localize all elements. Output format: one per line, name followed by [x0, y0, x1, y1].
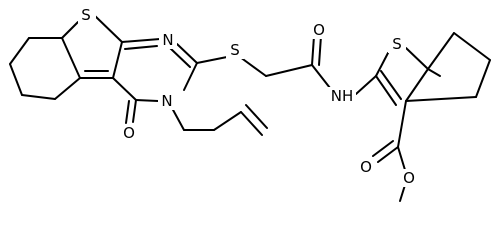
bond	[265, 64, 313, 77]
atom-label-nitrogen-pyrimidine: N	[162, 31, 173, 49]
atom-label-amide-nh: NH	[331, 87, 354, 105]
atom-label-nitrogen-allyl: N	[161, 92, 172, 110]
atom-label-oxygen-pyrimidinone: O	[123, 124, 135, 142]
label-mask	[226, 41, 244, 59]
label-mask	[159, 31, 177, 49]
bond	[112, 77, 137, 101]
bond	[375, 75, 397, 106]
bond	[399, 184, 406, 202]
bond	[112, 41, 123, 79]
bond	[132, 99, 137, 123]
bond	[397, 146, 406, 171]
label-mask	[310, 21, 328, 39]
bond	[475, 59, 491, 98]
bond	[375, 52, 389, 77]
bond	[453, 32, 491, 61]
bond	[21, 94, 56, 100]
bond	[9, 63, 23, 96]
label-mask	[357, 158, 375, 176]
bond	[318, 35, 322, 66]
bond	[239, 56, 267, 77]
bond	[427, 32, 455, 70]
label-mask	[328, 87, 356, 105]
bond	[135, 99, 159, 102]
label-mask	[400, 169, 418, 187]
atom-label-oxygen-amide: O	[313, 21, 325, 39]
bond	[380, 70, 402, 100]
bond	[355, 75, 377, 95]
bond	[93, 14, 123, 43]
atom-label-sulfur-thiophene: S	[392, 35, 402, 53]
atom-labels: S N N O S O NH S O O	[78, 6, 418, 187]
bond	[196, 56, 228, 64]
bond	[405, 96, 477, 102]
bond	[171, 107, 185, 131]
bond	[124, 45, 158, 50]
bond	[169, 47, 191, 68]
bond	[427, 68, 441, 77]
bond	[405, 68, 429, 102]
bond	[54, 77, 81, 100]
bonds	[9, 14, 491, 202]
atom-label-sulfur-thioether: S	[230, 41, 240, 59]
bond	[245, 104, 268, 129]
bond	[213, 111, 242, 131]
bond	[9, 37, 30, 65]
bond	[61, 37, 81, 79]
bond	[183, 62, 198, 91]
bond	[405, 47, 429, 70]
bond	[240, 111, 263, 136]
label-mask	[78, 6, 96, 24]
chemical-structure-diagram: S N N O S O NH S O O	[9, 6, 491, 202]
bond	[311, 35, 315, 66]
bond	[61, 21, 79, 39]
label-mask	[120, 124, 138, 142]
atom-label-sulfur-thieno: S	[81, 6, 91, 24]
bond	[125, 100, 130, 124]
bond	[311, 64, 331, 89]
atom-label-oxygen-ester-carbonyl: O	[360, 158, 372, 176]
label-mask	[388, 35, 406, 53]
bond	[397, 100, 407, 148]
bond	[377, 146, 399, 163]
bond	[176, 43, 198, 64]
label-mask	[158, 92, 176, 110]
bond	[121, 38, 161, 43]
atom-label-oxygen-ester-ether: O	[403, 169, 415, 187]
bond	[372, 140, 394, 157]
